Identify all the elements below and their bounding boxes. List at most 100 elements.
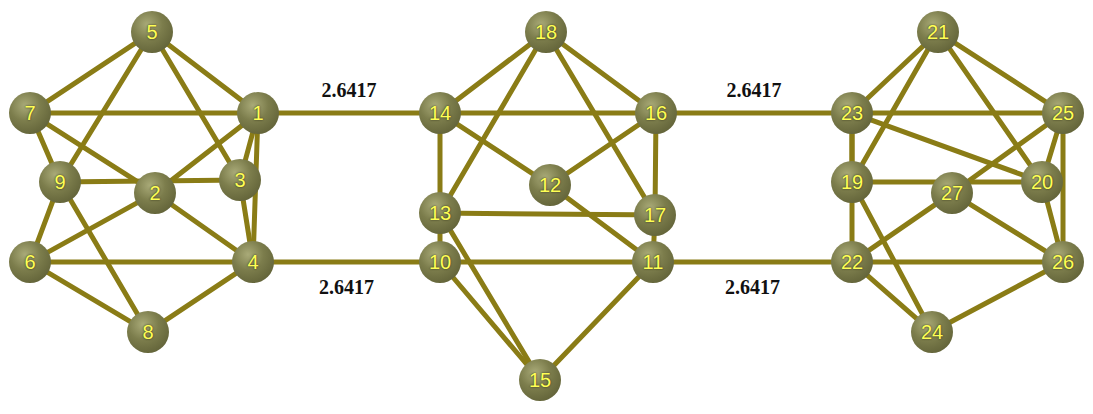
atom-number: 12	[539, 175, 561, 195]
bond-line	[1048, 132, 1057, 163]
atom-sphere: 12	[529, 164, 571, 206]
atom-number: 2	[149, 183, 160, 203]
atom-sphere: 19	[831, 161, 873, 203]
bond-line	[554, 276, 639, 365]
bond-line	[450, 49, 536, 195]
bond-line	[453, 277, 527, 364]
atom-sphere: 26	[1042, 241, 1084, 283]
atom-number: 6	[24, 252, 35, 272]
atom-number: 8	[142, 322, 153, 342]
bond-line	[243, 200, 250, 242]
atom-sphere: 7	[9, 92, 51, 134]
atom-number: 7	[24, 103, 35, 123]
bond-line	[556, 49, 645, 198]
atom-sphere: 11	[632, 241, 674, 283]
bond-line	[868, 204, 935, 250]
bond-line	[278, 111, 420, 116]
bond-line	[47, 272, 131, 322]
atom-sphere: 5	[131, 11, 173, 53]
atom-number: 17	[644, 205, 666, 225]
atom-number: 23	[841, 103, 863, 123]
atom-number: 27	[941, 183, 963, 203]
bond-line	[438, 133, 443, 193]
atom-number: 19	[841, 172, 863, 192]
atom-sphere: 9	[39, 161, 81, 203]
bond-line	[50, 111, 238, 116]
atom-sphere: 4	[232, 241, 274, 283]
atom-sphere: 24	[911, 311, 953, 353]
atom-sphere: 8	[127, 311, 169, 353]
bond-line	[871, 120, 1023, 175]
bond-length: 2.6417	[725, 79, 784, 101]
atom-number: 3	[234, 170, 245, 190]
bond-line	[562, 44, 640, 101]
bond-line	[460, 213, 635, 215]
atom-number: 21	[927, 22, 949, 42]
bond-line	[456, 44, 530, 101]
atom-number: 9	[54, 172, 65, 192]
bond-length: 2.6417	[320, 79, 379, 101]
atom-number: 1	[252, 103, 263, 123]
atom-sphere: 21	[917, 11, 959, 53]
bond-line	[168, 44, 242, 101]
atom-number: 4	[247, 252, 258, 272]
atom-number: 22	[841, 252, 863, 272]
atom-sphere: 18	[525, 11, 567, 53]
atom-number: 26	[1052, 252, 1074, 272]
bond-line	[867, 275, 917, 319]
bond-line	[950, 271, 1046, 322]
bond-line	[969, 204, 1046, 252]
bond-line	[165, 273, 237, 321]
bond-line	[47, 43, 136, 102]
bond-line	[48, 203, 138, 253]
atom-sphere: 10	[419, 241, 461, 283]
atom-number: 14	[429, 103, 451, 123]
atom-number: 25	[1052, 103, 1074, 123]
atom-number: 20	[1031, 172, 1053, 192]
atom-sphere: 16	[635, 92, 677, 134]
atom-sphere: 14	[419, 92, 461, 134]
bond-line	[457, 124, 534, 174]
atom-sphere: 13	[419, 192, 461, 234]
atom-sphere: 25	[1042, 92, 1084, 134]
atom-number: 11	[643, 252, 664, 272]
bond-line	[460, 111, 636, 116]
atom-sphere: 23	[831, 92, 873, 134]
bond-line	[37, 201, 53, 244]
atom-sphere: 22	[831, 241, 873, 283]
atom-number: 10	[429, 252, 451, 272]
atom-number: 15	[529, 370, 551, 390]
bond-line	[273, 260, 420, 265]
bond-line	[50, 260, 233, 265]
bond-line	[171, 205, 236, 251]
atom-number: 5	[146, 22, 157, 42]
bond-line	[653, 133, 659, 195]
bond-line	[567, 124, 640, 174]
bond-line	[245, 132, 253, 160]
atom-sphere: 17	[634, 194, 676, 236]
atom-sphere: 27	[931, 172, 973, 214]
bond-line	[872, 111, 1043, 116]
bond-length: 2.6417	[317, 276, 376, 298]
atom-number: 13	[429, 203, 451, 223]
bond-length: 2.6417	[723, 276, 782, 298]
bond-line	[1047, 201, 1058, 242]
bond-line	[70, 199, 138, 314]
atom-number: 24	[921, 322, 943, 342]
bond-line	[38, 131, 52, 163]
atom-sphere: 20	[1021, 161, 1063, 203]
atom-sphere: 3	[219, 159, 261, 201]
atom-sphere: 1	[237, 92, 279, 134]
atom-sphere: 15	[519, 359, 561, 401]
atom-sphere: 2	[134, 172, 176, 214]
atom-number: 18	[535, 22, 557, 42]
bond-line	[676, 111, 832, 116]
atom-sphere: 6	[9, 241, 51, 283]
bond-line	[450, 230, 529, 363]
bond-line	[460, 260, 633, 265]
atom-number: 16	[645, 103, 667, 123]
bond-line	[872, 260, 1043, 265]
bond-line	[566, 197, 637, 250]
bond-line	[673, 260, 832, 265]
